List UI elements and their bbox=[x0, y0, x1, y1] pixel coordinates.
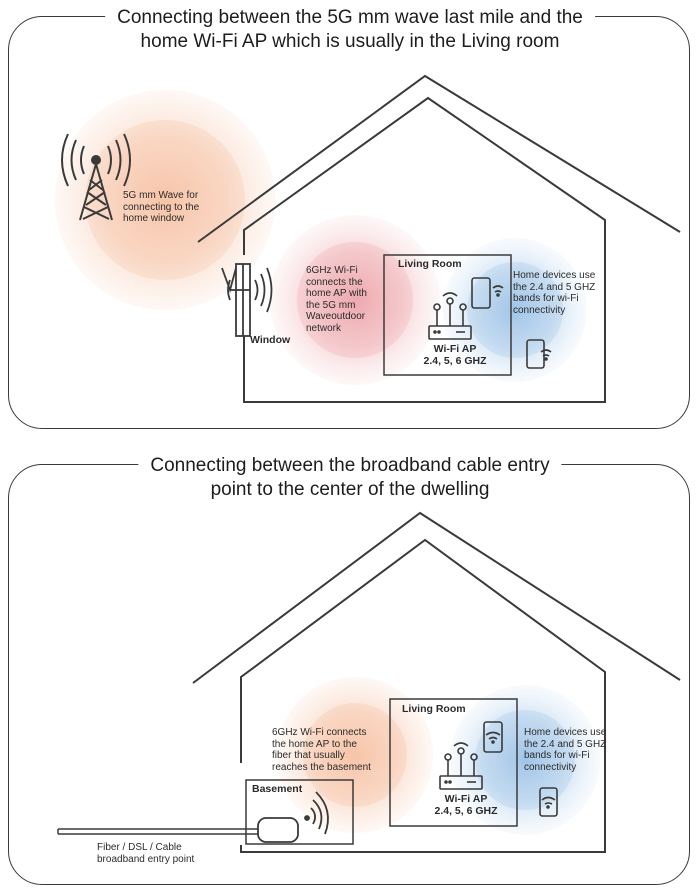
modem-icon bbox=[257, 817, 299, 843]
tower-label-line: 5G mm Wave for bbox=[123, 190, 199, 201]
smartphone-icon bbox=[471, 277, 504, 309]
entry-label: Fiber / DSL / Cable broadband entry poin… bbox=[97, 842, 194, 865]
entry-label-line: Fiber / DSL / Cable bbox=[97, 842, 182, 853]
bottom-wifi6-label: 6GHz Wi-Fi connects the home AP to the f… bbox=[272, 727, 371, 773]
smartphone-icon bbox=[526, 339, 552, 369]
top-orange-glow bbox=[55, 90, 275, 310]
bottom-devices-label-line: bands for wi-Fi bbox=[524, 750, 590, 761]
top-house-outline bbox=[197, 74, 681, 403]
top-wifi6-label-line: 6GHz Wi-Fi bbox=[306, 265, 358, 276]
top-wifi6-label-line: the 5G mm bbox=[306, 299, 356, 311]
basement-box bbox=[245, 779, 354, 845]
bottom-living-room-box bbox=[389, 698, 518, 827]
cell-tower-icon bbox=[61, 133, 131, 221]
bottom-house-outline bbox=[192, 511, 681, 853]
window-label: Window bbox=[250, 334, 291, 346]
wifi-router-icon bbox=[428, 292, 472, 340]
bottom-ap-label: Wi-Fi AP 2.4, 5, 6 GHZ bbox=[426, 793, 506, 817]
bottom-title-line-1: Connecting between the broadband cable e… bbox=[150, 455, 550, 476]
top-room-label: Living Room bbox=[398, 258, 462, 270]
top-blue-glow bbox=[443, 238, 587, 382]
bottom-wifi6-label-line: 6GHz Wi-Fi connects bbox=[272, 727, 367, 738]
bottom-devices-label-line: Home devices use bbox=[524, 727, 607, 738]
top-ap-label-line: 2.4, 5, 6 GHZ bbox=[423, 354, 487, 367]
wifi-waves-icon bbox=[304, 791, 329, 835]
bottom-panel-title: Connecting between the broadband cable e… bbox=[138, 454, 562, 502]
smartphone-icon bbox=[539, 787, 558, 817]
bottom-wifi6-label-line: reaches the basement bbox=[272, 761, 371, 773]
top-wifi6-label-line: home AP with bbox=[306, 288, 367, 299]
tower-label-line: home window bbox=[123, 213, 185, 224]
bottom-orange-glow bbox=[277, 677, 433, 833]
top-ap-label-line: Wi-Fi AP bbox=[433, 343, 477, 355]
bottom-room-label: Living Room bbox=[402, 703, 466, 715]
top-devices-label-line: bands for wi-Fi bbox=[513, 293, 579, 304]
top-devices-label: Home devices use the 2.4 and 5 GHZ bands… bbox=[513, 270, 595, 316]
tower-label: 5G mm Wave for connecting to the home wi… bbox=[123, 190, 199, 225]
top-wifi6-label: 6GHz Wi-Fi connects the home AP with the… bbox=[306, 265, 367, 334]
top-wifi6-label-line: network bbox=[306, 322, 342, 334]
wifi-router-icon bbox=[439, 742, 483, 790]
smartphone-icon bbox=[483, 721, 503, 753]
top-ap-label: Wi-Fi AP 2.4, 5, 6 GHZ bbox=[420, 343, 490, 367]
bottom-ap-label-line: Wi-Fi AP bbox=[444, 793, 488, 805]
top-wifi6-label-line: connects the bbox=[306, 276, 363, 288]
bottom-ap-label-line: 2.4, 5, 6 GHZ bbox=[434, 804, 498, 817]
bottom-devices-label: Home devices use the 2.4 and 5 GHZ bands… bbox=[524, 727, 606, 773]
tower-label-line: connecting to the bbox=[123, 201, 200, 213]
top-title-line-2: home Wi-Fi AP which is usually in the Li… bbox=[140, 31, 560, 52]
top-devices-label-line: connectivity bbox=[513, 304, 566, 316]
top-title-line-1: Connecting between the 5G mm wave last m… bbox=[117, 7, 583, 28]
bottom-title-line-2: point to the center of the dwelling bbox=[210, 479, 490, 500]
window-antenna-icon bbox=[221, 263, 273, 337]
top-wifi6-label-line: Waveoutdoor bbox=[306, 311, 366, 322]
top-living-room-box bbox=[383, 254, 512, 376]
top-devices-label-line: Home devices use bbox=[513, 270, 596, 281]
top-panel-title: Connecting between the 5G mm wave last m… bbox=[105, 6, 595, 54]
entry-label-line: broadband entry point bbox=[97, 853, 195, 865]
bottom-devices-label-line: connectivity bbox=[524, 761, 577, 773]
cable-entry-line bbox=[57, 828, 262, 835]
basement-label: Basement bbox=[252, 783, 303, 795]
bottom-wifi6-label-line: fiber that usually bbox=[272, 750, 345, 761]
bottom-wifi6-label-line: the home AP to the bbox=[272, 738, 357, 750]
bottom-devices-label-line: the 2.4 and 5 GHZ bbox=[524, 738, 607, 750]
top-devices-label-line: the 2.4 and 5 GHZ bbox=[513, 281, 596, 293]
